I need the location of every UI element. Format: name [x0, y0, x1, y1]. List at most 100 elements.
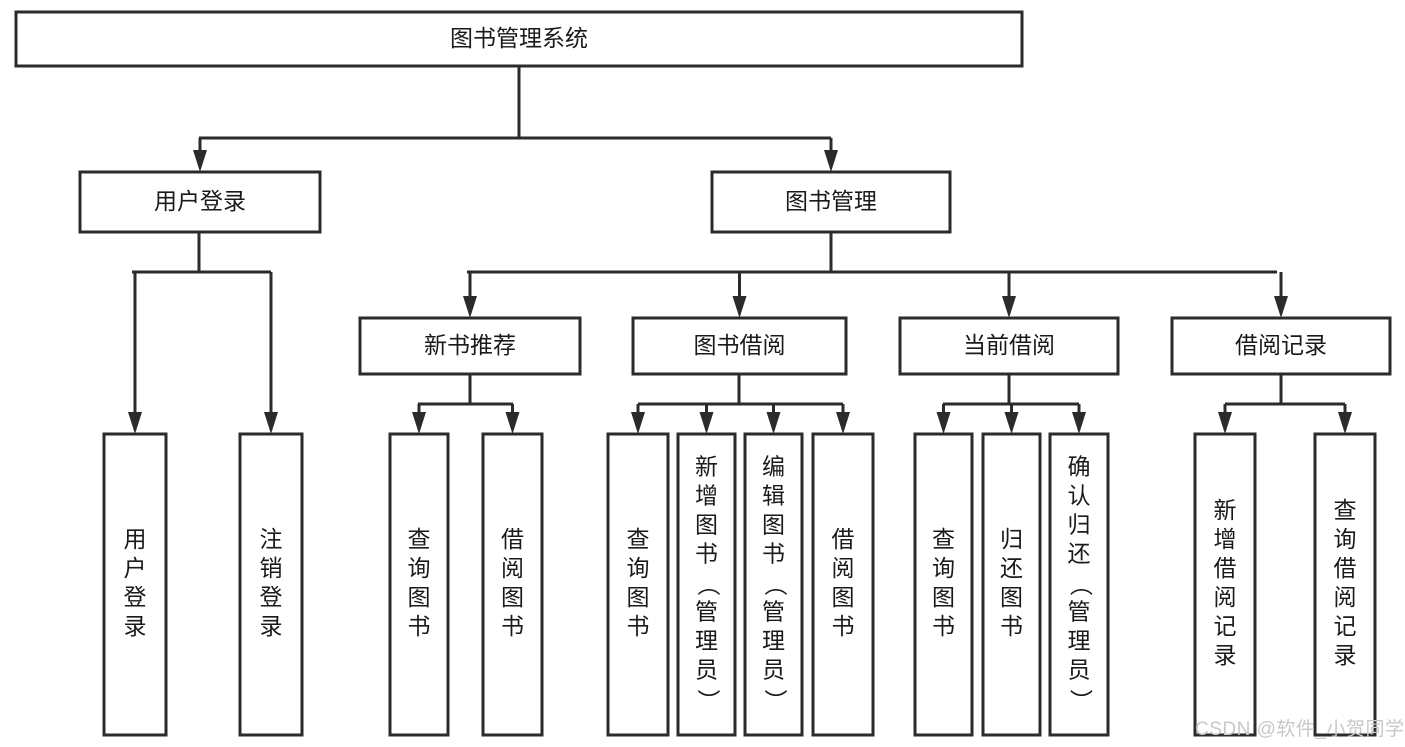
node-label-leaf-query-record: 查 [1334, 497, 1357, 523]
node-label-leaf-confirm-return: 员 [1068, 657, 1091, 683]
node-label-leaf-query-record: 录 [1334, 642, 1357, 668]
node-box-user-login [78, 170, 322, 234]
node-label-leaf-edit-book: 图 [762, 512, 785, 538]
node-label-leaf-logout: 销 [260, 555, 283, 581]
node-box-root [14, 10, 1024, 68]
node-box-leaf-edit-book [743, 432, 804, 737]
node-label-leaf-add-book: 员 [695, 657, 718, 683]
node-label-leaf-edit-book: 编 [762, 454, 785, 480]
arrow-head-icon [699, 412, 714, 434]
arrow-head-icon [936, 412, 951, 434]
node-label-leaf-add-record: 新 [1214, 497, 1237, 523]
node-label-book-borrow: 图书借阅 [694, 332, 786, 358]
node-label-leaf-query-record: 借 [1334, 555, 1357, 581]
node-label-current-borrow: 当前借阅 [963, 332, 1055, 358]
node-label-leaf-user-login: 户 [124, 555, 147, 581]
node-label-leaf-confirm-return: 管 [1068, 599, 1091, 625]
node-book-borrow[interactable]: 图书借阅 [631, 316, 848, 376]
node-label-leaf-query-book-1: 查 [408, 526, 431, 552]
node-leaf-user-login[interactable]: 用户登录 [102, 432, 168, 737]
node-root[interactable]: 图书管理系统 [14, 10, 1024, 68]
node-label-leaf-query-book-3: 询 [932, 555, 955, 581]
node-box-leaf-logout [238, 432, 304, 737]
node-borrow-record[interactable]: 借阅记录 [1170, 316, 1392, 376]
node-label-leaf-confirm-return: 认 [1068, 483, 1091, 509]
node-label-leaf-add-record: 记 [1214, 613, 1237, 639]
arrow-head-icon [412, 412, 426, 434]
node-box-leaf-borrow-book-2 [811, 432, 875, 737]
node-box-book-borrow [631, 316, 848, 376]
node-label-leaf-borrow-book-2: 阅 [832, 555, 855, 581]
node-book-manage[interactable]: 图书管理 [710, 170, 952, 234]
node-label-leaf-return-book: 还 [1000, 555, 1023, 581]
node-label-leaf-return-book: 图 [1000, 584, 1023, 610]
node-label-leaf-query-book-3: 书 [932, 613, 955, 639]
node-box-leaf-confirm-return [1048, 432, 1110, 737]
node-box-leaf-return-book [981, 432, 1042, 737]
node-label-leaf-borrow-book-2: 书 [832, 613, 855, 639]
node-label-leaf-query-book-2: 查 [627, 526, 650, 552]
node-label-leaf-query-book-1: 书 [408, 613, 431, 639]
node-box-leaf-add-book [676, 432, 737, 737]
node-label-leaf-add-book: ） [695, 689, 721, 712]
node-box-leaf-borrow-book-1 [481, 432, 544, 737]
arrow-head-icon [463, 296, 477, 318]
node-label-leaf-borrow-book-1: 图 [501, 584, 524, 610]
arrow-head-icon [1274, 296, 1288, 318]
arrow-head-icon [505, 412, 520, 434]
node-label-leaf-add-book: 增 [695, 483, 718, 509]
node-label-leaf-logout: 录 [260, 613, 283, 639]
arrow-head-icon [1004, 412, 1019, 434]
node-label-leaf-user-login: 录 [124, 613, 147, 639]
node-label-leaf-borrow-book-2: 图 [832, 584, 855, 610]
node-box-current-borrow [898, 316, 1120, 376]
arrow-head-icon [193, 150, 207, 172]
node-label-leaf-add-book: 书 [695, 541, 718, 567]
node-label-leaf-confirm-return: 理 [1068, 628, 1091, 654]
node-label-leaf-add-record: 借 [1214, 555, 1237, 581]
node-box-leaf-query-book-2 [606, 432, 670, 737]
arrow-head-icon [1002, 296, 1016, 318]
node-label-leaf-user-login: 用 [124, 526, 147, 552]
node-label-leaf-add-book: 新 [695, 454, 718, 480]
arrow-head-icon [1072, 412, 1086, 434]
node-label-leaf-edit-book: ） [762, 689, 788, 712]
arrow-head-icon [732, 296, 747, 318]
node-label-leaf-confirm-return: （ [1068, 573, 1094, 596]
node-label-leaf-add-record: 增 [1214, 526, 1237, 552]
connector-layer [128, 66, 1352, 434]
node-label-leaf-edit-book: 员 [762, 657, 785, 683]
node-label-leaf-logout: 注 [260, 526, 283, 552]
arrow-head-icon [766, 412, 781, 434]
arrow-head-icon [1218, 412, 1232, 434]
node-label-leaf-borrow-book-1: 书 [501, 613, 524, 639]
node-box-leaf-query-record [1313, 432, 1377, 737]
node-label-leaf-borrow-book-1: 阅 [501, 555, 524, 581]
node-box-leaf-query-book-1 [388, 432, 450, 737]
node-box-book-manage [710, 170, 952, 234]
arrow-head-icon [836, 412, 850, 434]
arrow-head-icon [824, 150, 838, 172]
node-current-borrow[interactable]: 当前借阅 [898, 316, 1120, 376]
arrow-head-icon [1338, 412, 1352, 434]
node-label-leaf-borrow-book-2: 借 [832, 526, 855, 552]
node-label-leaf-query-record: 记 [1334, 613, 1357, 639]
node-user-login[interactable]: 用户登录 [78, 170, 322, 234]
node-box-leaf-add-record [1193, 432, 1257, 737]
node-label-leaf-query-book-1: 图 [408, 584, 431, 610]
node-label-leaf-edit-book: 书 [762, 541, 785, 567]
node-label-leaf-return-book: 归 [1000, 526, 1023, 552]
node-new-book-rec[interactable]: 新书推荐 [358, 316, 582, 376]
